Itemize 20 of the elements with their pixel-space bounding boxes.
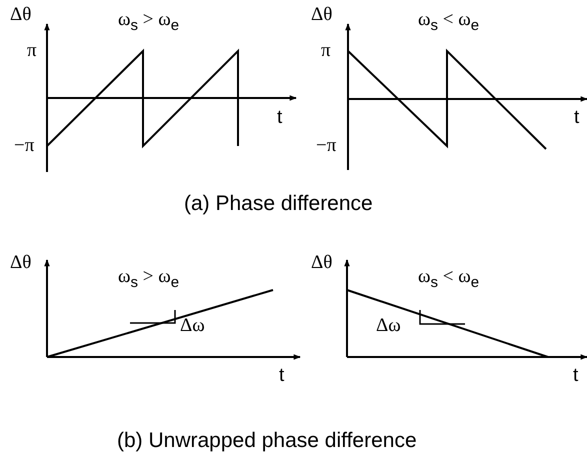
slope-label: Δω [180,316,205,335]
condition-label: ω$_{s}$ > ω$_{e}$ [118,267,180,290]
slope-label: Δω [376,316,401,335]
axis-label: Δθ [10,253,32,272]
tick-label: π [27,41,37,60]
axis-label: t [574,108,580,127]
figure-caption: (a) Phase difference [184,193,373,214]
axis-label: Δθ [311,253,332,272]
condition-label: ω$_{s}$ < ω$_{e}$ [418,10,480,33]
axis-label: t [279,366,284,385]
tick-label: −π [316,136,336,155]
tick-label: −π [14,136,34,155]
axis-label: Δθ [10,5,32,24]
axis-label: Δθ [311,5,332,24]
axis-label: t [573,366,578,385]
axis-label: t [277,108,282,127]
condition-label: ω$_{s}$ > ω$_{e}$ [118,10,180,33]
condition-label: ω$_{s}$ < ω$_{e}$ [418,267,480,290]
tick-label: π [321,41,331,60]
figure-caption: (b) Unwrapped phase difference [117,430,417,451]
